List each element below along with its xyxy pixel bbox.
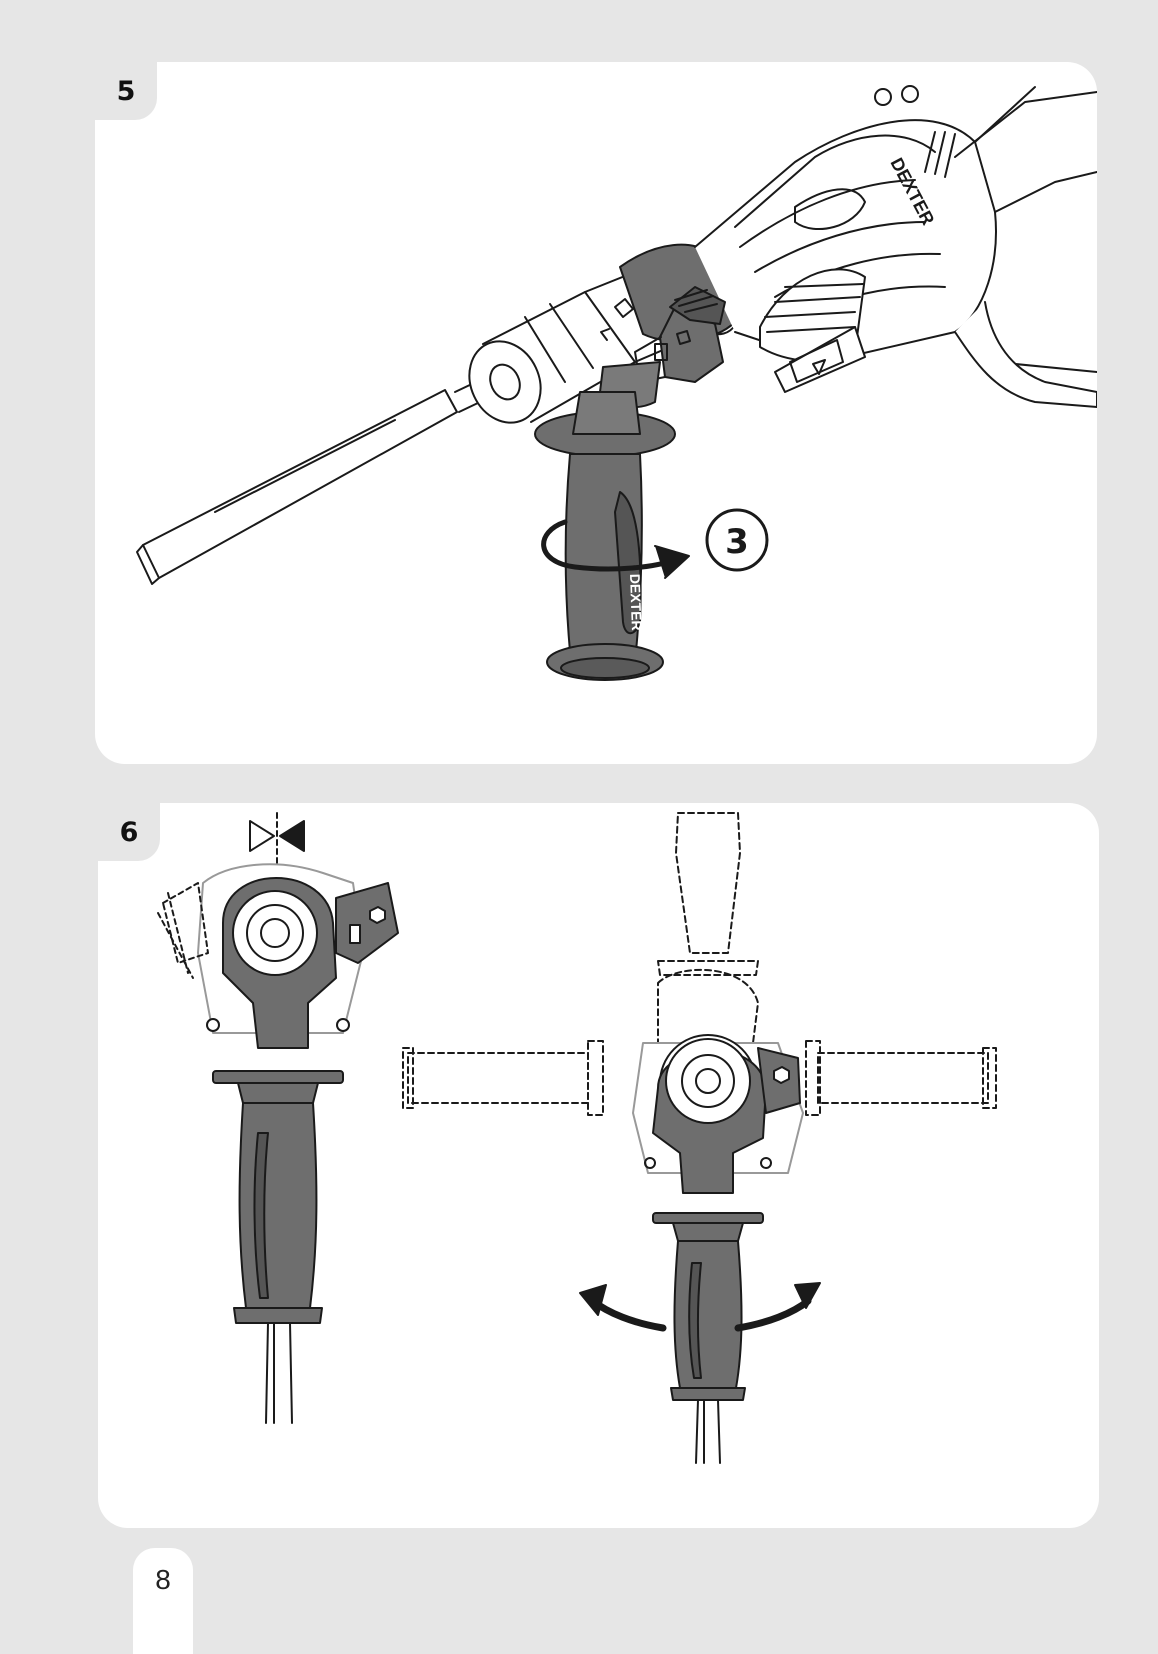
- step-6-label: 6: [98, 803, 160, 861]
- swing-left-arrow-icon: [589, 1297, 667, 1332]
- side-handle: [534, 391, 676, 681]
- swing-right-arrow-icon: [734, 1297, 812, 1332]
- rotate-arrow-icon: [541, 519, 690, 579]
- callout-3: 3: [705, 508, 769, 572]
- step-6-panel: 6: [98, 803, 1099, 1528]
- handle-positions-illustration: [157, 812, 997, 1464]
- handle-brand-text: DEXTER: [627, 574, 645, 631]
- side-handle-clamp: [599, 286, 726, 409]
- chisel-bit: [136, 373, 502, 585]
- mode-selector: [759, 268, 866, 393]
- alignment-marker-icon: [249, 812, 305, 864]
- drill-body: [694, 85, 1097, 373]
- step-5-panel: 5: [95, 62, 1097, 764]
- step-5-label: 5: [95, 62, 157, 120]
- drill-handle-rotation-illustration: DEXTER DEXTER 3: [136, 85, 1097, 681]
- rear-grip: [954, 301, 1097, 408]
- rotated-handle-positions: [402, 812, 997, 1464]
- callout-3-text: 3: [725, 522, 749, 562]
- page-number: 8: [133, 1548, 193, 1654]
- front-view-drill: [157, 863, 399, 1424]
